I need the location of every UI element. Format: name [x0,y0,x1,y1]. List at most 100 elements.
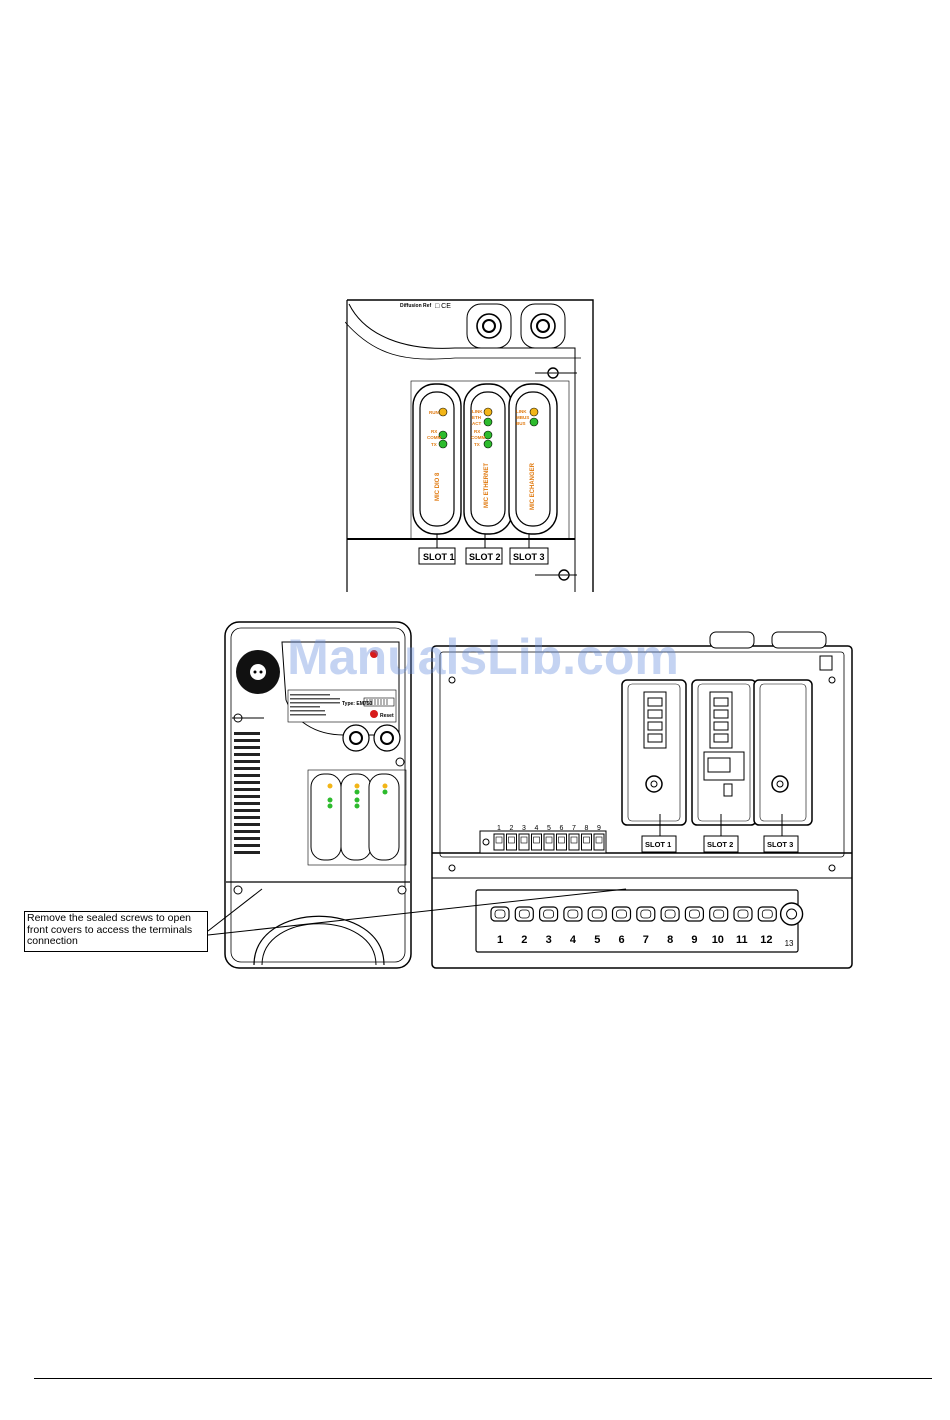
ventilation-grille [234,732,260,854]
svg-text:SLOT 3: SLOT 3 [513,552,545,562]
front-panel-detail-drawing: Diffusion Ref □ CE [344,299,594,592]
led-label: RX [431,429,437,434]
aux-terminal [518,833,530,851]
led-label: LINK [516,409,527,414]
main-terminal-number: 5 [594,934,600,946]
main-terminal-number: 13 [785,939,794,948]
main-terminal-number: 6 [619,934,625,946]
slot-label-2: SLOT 2 [465,534,503,565]
led-label: COMM [471,435,485,440]
main-terminal [611,906,632,922]
led-green [483,417,493,427]
module-slot-2: LINK ETH ACT RX COMM TX MIC ETHERNET [463,383,513,535]
aux-terminal [506,833,517,851]
led-green [438,439,448,449]
aux-terminal [593,833,605,851]
slot-module-3 [753,679,813,826]
screw-icon [233,885,243,895]
led-green [483,439,493,449]
main-terminal-number: 1 [497,934,503,946]
svg-text:SLOT 1: SLOT 1 [645,840,671,849]
svg-text:SLOT 1: SLOT 1 [423,552,455,562]
slot-label-2: SLOT 2 [703,814,739,853]
slot-label-1: SLOT 1 [418,534,456,565]
main-terminal [514,906,534,922]
meter-front-view-figure: Type: EM750 Reset [224,620,424,970]
module-slot-3: LINK MBUS BUS MIC ECHANGER [508,383,558,535]
usb-port-icon [723,783,733,797]
led-amber [483,407,493,417]
diffusion-ref-text: Diffusion Ref [400,303,431,309]
led-label: RX [474,429,480,434]
aux-terminal-number: 1 [497,825,501,832]
main-terminal [779,902,804,926]
main-terminal [490,906,510,922]
aux-terminal-number: 9 [597,825,601,832]
reset-label: Reset [380,713,394,719]
main-terminal-number: 4 [570,934,577,946]
module-name-label: MIC DIO 8 [435,472,441,501]
aux-terminal-number: 8 [585,825,589,832]
aux-terminal-number: 5 [547,825,551,832]
aux-terminal [581,833,592,851]
aux-terminal-number: 7 [572,825,576,832]
main-terminal [636,906,656,922]
aux-terminal [493,833,505,851]
main-terminal-number: 2 [521,934,527,946]
mini-module-3 [368,773,400,861]
main-terminal [563,906,583,922]
aux-terminal-number: 3 [522,825,526,832]
led-label: RUN [429,410,439,415]
screw-icon [535,569,577,581]
module-name-label: MIC ETHERNET [484,463,490,508]
led-label: LINK [472,409,483,414]
led-label: COMM [427,435,441,440]
screw-icon [395,757,405,767]
cable-gland-icon [466,303,512,349]
screw-icon [397,885,407,895]
led-label: ACT [472,421,481,426]
module-name-label: MIC ECHANGER [530,462,536,510]
led-label: TX [474,442,480,447]
ce-mark-icon: □ CE [435,303,451,310]
callout-note: Remove the sealed screws to open front c… [24,911,208,952]
aux-terminal-number: 4 [535,825,539,832]
led-amber [438,407,448,417]
main-terminal [709,906,729,922]
footer-rule [34,1378,932,1379]
led-label: ETH [472,415,481,420]
main-terminal-number: 3 [546,934,552,946]
main-terminal [660,906,680,922]
aux-terminal-number: 6 [560,825,564,832]
main-terminal-number: 11 [736,934,748,946]
led-label: MBUS [516,415,529,420]
led-label: TX [431,442,437,447]
reset-button [370,710,378,718]
led-label: BUS [516,421,526,426]
aux-terminal [568,833,580,851]
aux-terminal [531,833,542,851]
mini-module-1 [310,773,342,861]
meter-type-label: Type: EM750 [342,701,372,707]
main-terminal-number: 8 [667,934,673,946]
screw-icon [535,367,577,379]
main-terminal [538,906,559,922]
status-led-red [370,650,378,658]
aux-terminal [543,833,555,851]
meter-front-view-drawing: Type: EM750 Reset [224,621,412,969]
led-amber [529,407,539,417]
main-terminal-number: 7 [643,934,649,946]
led-green [438,430,448,440]
aux-terminal-number: 2 [510,825,514,832]
slot-label-3: SLOT 3 [763,814,799,853]
led-green [483,430,493,440]
main-terminal [587,906,607,922]
svg-text:SLOT 3: SLOT 3 [767,840,793,849]
main-terminal [757,906,777,922]
main-terminal [733,906,753,922]
main-terminal-number: 10 [712,934,724,946]
led-green [529,417,539,427]
